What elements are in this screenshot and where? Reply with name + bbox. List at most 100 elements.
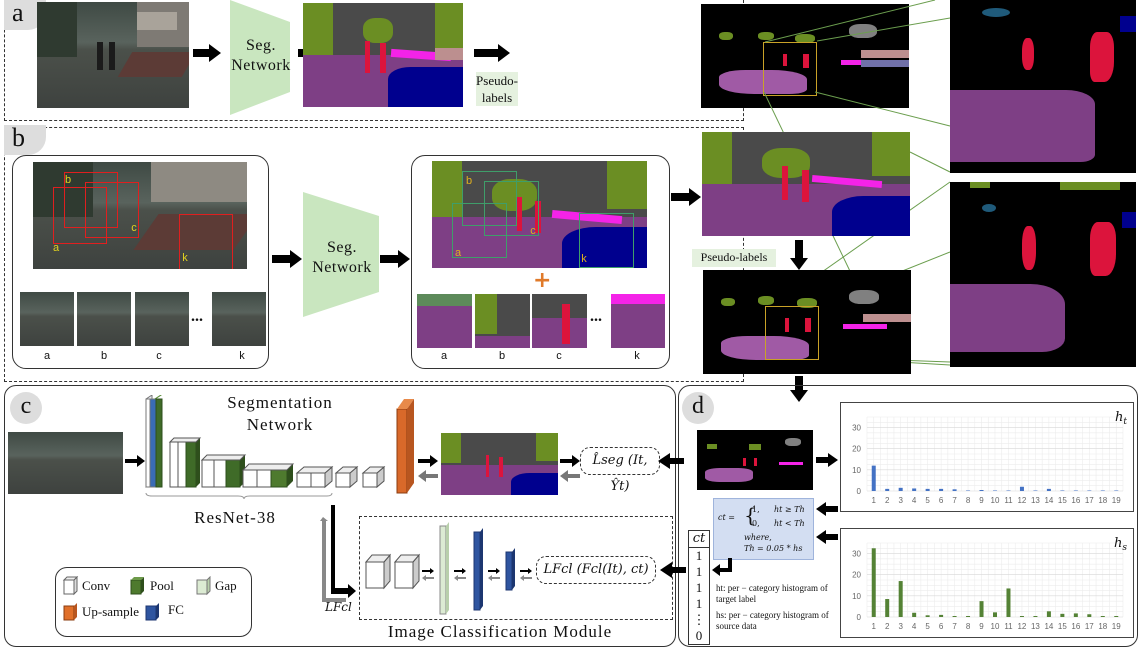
- seg-crop-thumbnail-a: [417, 294, 472, 348]
- x-tick-label: 15: [1058, 622, 1067, 631]
- arrow-left-gray-icon: [560, 470, 580, 482]
- layer-fc-first: [145, 395, 163, 488]
- y-tick-label: 10: [852, 592, 861, 601]
- hs-bar-3: [898, 581, 903, 617]
- x-tick-label: 3: [898, 496, 903, 505]
- ht-bar-5: [925, 488, 930, 491]
- segmentation-network-title: Segmentation Network: [227, 393, 333, 434]
- x-tick-label: 18: [1098, 496, 1107, 505]
- x-tick-label: 5: [925, 496, 930, 505]
- ht-bar-18: [1100, 490, 1105, 491]
- block-2: [200, 454, 247, 488]
- zoom-region-box-a: [763, 42, 817, 96]
- hs-chart-title: hs: [1114, 536, 1127, 553]
- x-tick-label: 16: [1071, 496, 1080, 505]
- hs-bar-9: [979, 601, 984, 617]
- x-tick-label: 2: [885, 622, 890, 631]
- layer-legend: [55, 567, 252, 637]
- crop-thumbnail-c: [135, 292, 189, 346]
- legend-pool-label: Pool: [150, 578, 174, 593]
- y-tick-label: 30: [852, 424, 861, 433]
- arrow-right-icon: [125, 455, 145, 467]
- panel-b-letter: b: [4, 125, 46, 155]
- ht-bar-10: [993, 490, 997, 491]
- arrow-right-icon: [560, 455, 580, 467]
- ellipsis: ...: [590, 308, 602, 325]
- arrow-left-icon: [816, 502, 838, 516]
- panel-c-letter: c: [10, 392, 42, 424]
- y-tick-label: 30: [852, 550, 861, 559]
- arrow-down-icon: [790, 240, 808, 270]
- y-tick-label: 0: [857, 487, 862, 496]
- hs-bar-2: [885, 599, 890, 617]
- x-tick-label: 13: [1031, 622, 1040, 631]
- block-4: [295, 465, 334, 489]
- x-tick-label: 19: [1112, 622, 1121, 631]
- arrow-left-icon: [660, 562, 686, 578]
- fc-layer-2: [505, 548, 515, 591]
- arrow-down-icon: [790, 376, 808, 402]
- x-tick-label: 19: [1112, 496, 1121, 505]
- x-tick-label: 11: [1004, 496, 1013, 505]
- pseudo-label-map-d: [697, 430, 813, 490]
- seg-network-label-a: Seg. Network: [231, 37, 291, 74]
- fc-layer-1: [473, 528, 483, 611]
- y-tick-label: 10: [852, 466, 861, 475]
- crop-box-c: [85, 182, 139, 238]
- hs-bar-7: [952, 616, 957, 617]
- classification-layers: [364, 522, 532, 615]
- ht-bar-4: [912, 488, 917, 491]
- ht-bar-15: [1060, 490, 1065, 491]
- hs-bar-17: [1087, 614, 1092, 617]
- hs-bar-1: [871, 548, 876, 617]
- x-tick-label: 6: [939, 496, 944, 505]
- x-tick-label: 8: [966, 622, 971, 631]
- seg-network-block-b: [303, 192, 379, 317]
- arrow-right-icon: [380, 250, 410, 268]
- x-tick-label: 4: [912, 622, 917, 631]
- x-tick-label: 9: [979, 622, 984, 631]
- seg-network-block-a: [230, 0, 290, 115]
- conv-block-1: [364, 553, 392, 590]
- y-tick-label: 20: [852, 571, 861, 580]
- legend-upsample-label: Up-sample: [82, 604, 140, 619]
- arrow-right-icon: [418, 455, 438, 467]
- zoomed-pseudo-label-bottom: [950, 182, 1136, 367]
- x-tick-label: 1: [872, 496, 877, 505]
- crop-box-a: [53, 187, 107, 244]
- y-tick-label: 0: [857, 613, 862, 622]
- crop-thumbnail-k: [212, 292, 266, 346]
- x-tick-label: 12: [1017, 496, 1026, 505]
- x-tick-label: 7: [952, 496, 957, 505]
- gap-layer: [439, 522, 449, 615]
- ellipsis: ...: [191, 308, 203, 325]
- hs-bar-6: [939, 614, 944, 617]
- ct-formula-box: ct = { 1, ht ≥ Th 0, ht < Th where, Th =…: [713, 498, 814, 560]
- panel-d-letter: d: [682, 392, 714, 424]
- hs-bar-8: [966, 616, 971, 617]
- seg-crop-thumbnail-c: [532, 294, 587, 348]
- classification-branch-arrows: [320, 505, 356, 602]
- hs-bar-4: [912, 612, 917, 617]
- arrow-left-icon: [658, 453, 684, 469]
- x-tick-label: 15: [1058, 496, 1067, 505]
- segmentation-output-a: [303, 3, 463, 107]
- resnet-layers: [145, 395, 414, 500]
- seg-network-label-b: Seg. Network: [312, 239, 372, 276]
- block-3: [241, 463, 295, 488]
- pool-legend-icon: [130, 577, 144, 595]
- upsample-legend-icon: [63, 603, 77, 621]
- y-tick-label: 20: [852, 445, 861, 454]
- conv-legend-icon: [62, 576, 79, 596]
- x-tick-label: 17: [1085, 622, 1094, 631]
- classification-loss: LFcl (Fcl(It), ct): [536, 556, 656, 584]
- conv-block-2: [393, 553, 421, 590]
- arrow-right-icon: [816, 453, 838, 467]
- resnet-38-label: ResNet-38: [194, 508, 276, 527]
- input-image-b: a b c k: [33, 162, 247, 269]
- gap-legend-icon: [196, 576, 211, 596]
- input-image-a: [37, 2, 189, 108]
